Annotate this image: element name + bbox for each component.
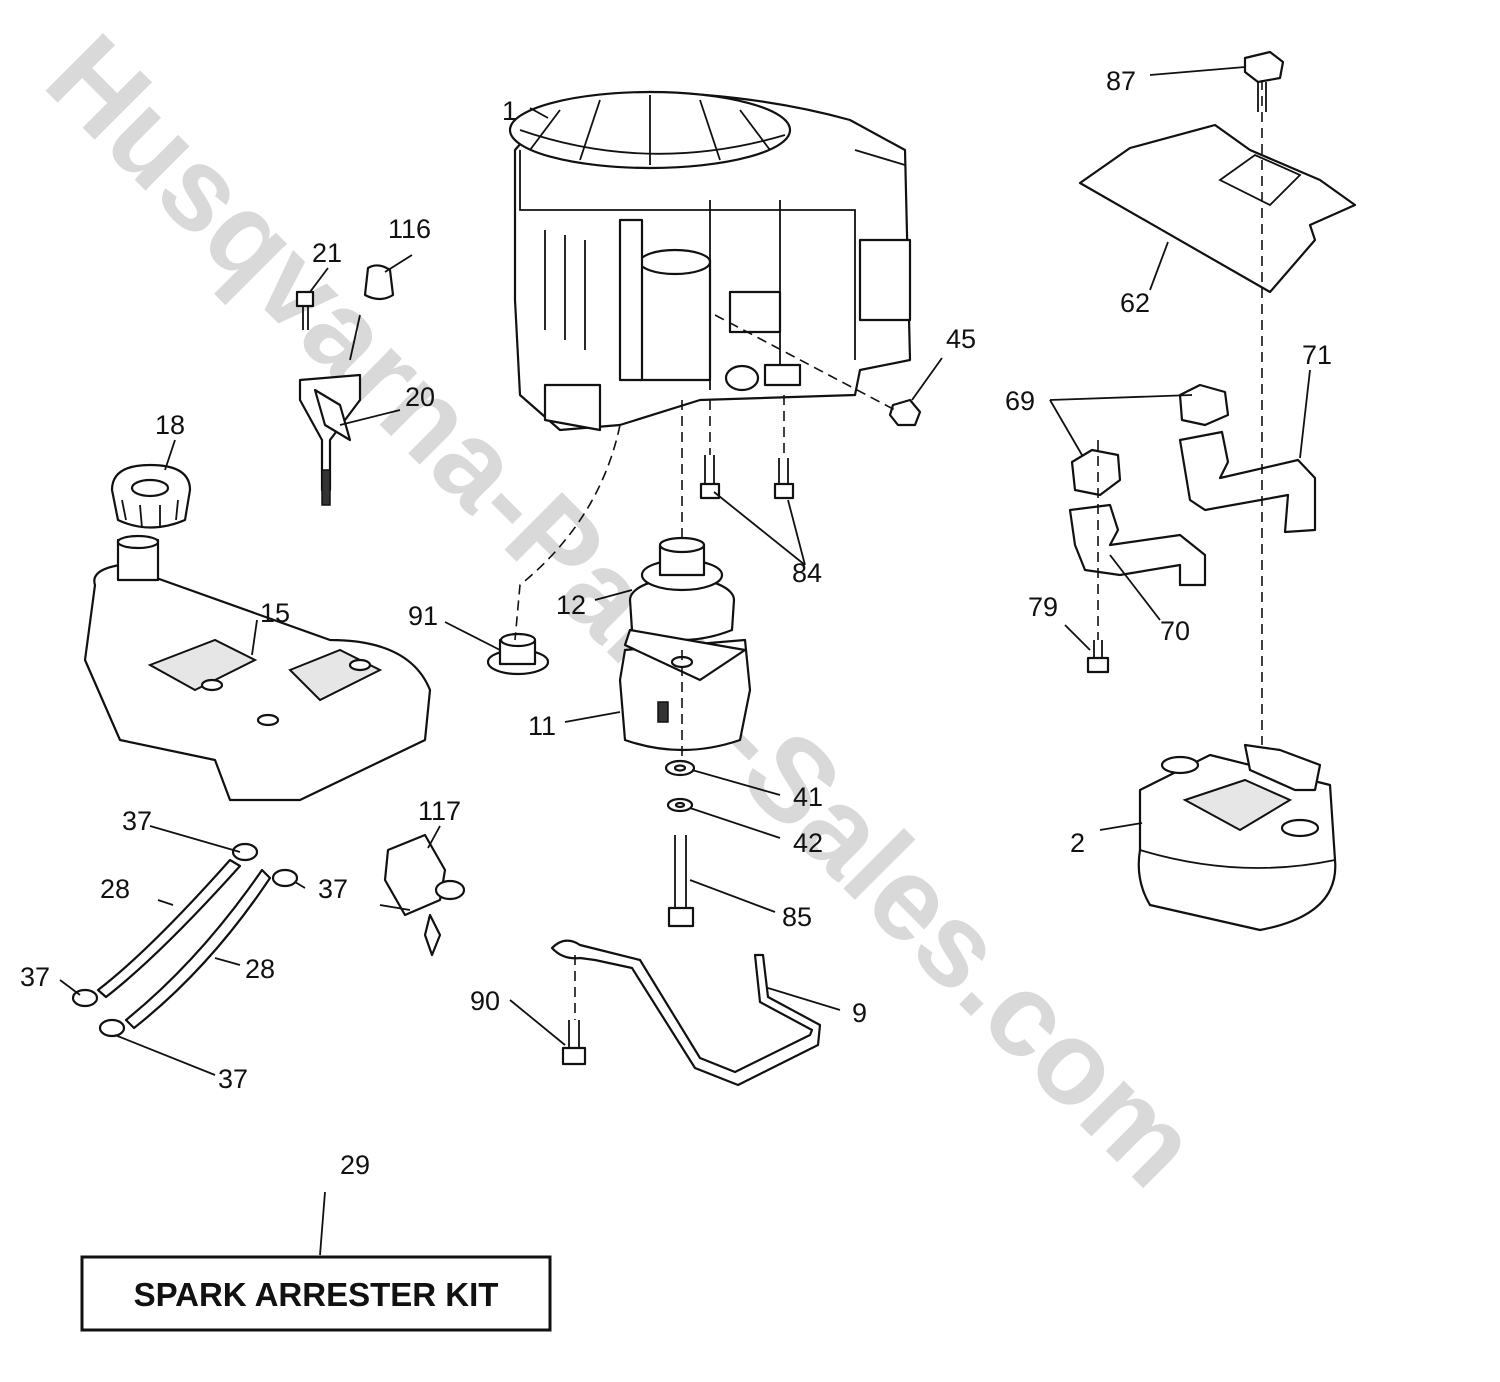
callout-21: 21 xyxy=(312,238,342,268)
callout-28a: 28 xyxy=(100,874,130,904)
callout-84: 84 xyxy=(792,558,822,588)
callout-18: 18 xyxy=(155,410,185,440)
throttle-bolt[interactable] xyxy=(295,290,315,330)
clutch-bolt[interactable] xyxy=(667,835,695,928)
throttle-knob[interactable] xyxy=(363,264,395,301)
callout-62: 62 xyxy=(1120,288,1150,318)
leader-lines xyxy=(59,66,1311,1256)
engine[interactable] xyxy=(508,90,912,432)
rod[interactable] xyxy=(550,939,822,1087)
exhaust-pipe-right[interactable] xyxy=(1178,430,1317,534)
callout-2: 2 xyxy=(1070,828,1085,858)
washer[interactable] xyxy=(664,759,696,777)
callout-37c: 37 xyxy=(20,962,50,992)
callout-70: 70 xyxy=(1160,616,1190,646)
spark-arrester-kit-label: SPARK ARRESTER KIT xyxy=(134,1276,499,1313)
callout-29: 29 xyxy=(340,1150,370,1180)
lock-washer[interactable] xyxy=(666,797,694,813)
callout-87: 87 xyxy=(1106,66,1136,96)
callout-45: 45 xyxy=(946,324,976,354)
hose-clamps[interactable] xyxy=(71,842,299,1038)
callout-85: 85 xyxy=(782,902,812,932)
assembly-lines xyxy=(514,80,1263,1020)
muffler-shield[interactable] xyxy=(1078,123,1357,294)
exhaust-bolt[interactable] xyxy=(1086,640,1110,674)
callout-28b: 28 xyxy=(245,954,275,984)
callout-1: 1 xyxy=(502,96,517,126)
shield-bolt[interactable] xyxy=(1243,50,1285,112)
muffler[interactable] xyxy=(1137,743,1337,932)
electric-clutch[interactable] xyxy=(618,628,752,752)
spark-arrester-kit[interactable]: SPARK ARRESTER KIT xyxy=(80,1255,552,1332)
callouts: 1 2 9 11 12 15 18 20 21 28 28 29 37 37 3… xyxy=(20,66,1332,1180)
rod-bolt[interactable] xyxy=(561,1020,587,1066)
callout-79: 79 xyxy=(1028,592,1058,622)
callout-91: 91 xyxy=(408,601,438,631)
exhaust-pipe-left[interactable] xyxy=(1068,503,1207,587)
callout-69: 69 xyxy=(1005,386,1035,416)
fuel-filter[interactable] xyxy=(379,833,466,957)
callout-12: 12 xyxy=(556,590,586,620)
fuel-tank[interactable] xyxy=(83,534,432,802)
fuel-line-right[interactable] xyxy=(124,868,272,1030)
nut[interactable] xyxy=(888,398,922,427)
callout-42: 42 xyxy=(793,828,823,858)
fuel-cap[interactable] xyxy=(110,463,192,529)
callout-37a: 37 xyxy=(122,806,152,836)
bushing[interactable] xyxy=(486,632,550,676)
callout-90: 90 xyxy=(470,986,500,1016)
callout-9: 9 xyxy=(852,998,867,1028)
callout-37d: 37 xyxy=(218,1064,248,1094)
callout-71: 71 xyxy=(1302,340,1332,370)
callout-116: 116 xyxy=(388,214,431,244)
fuel-line-left[interactable] xyxy=(96,858,242,999)
engine-mount-bolts[interactable] xyxy=(699,455,795,500)
callout-41: 41 xyxy=(793,782,823,812)
callout-37b: 37 xyxy=(318,874,348,904)
callout-11: 11 xyxy=(528,711,556,741)
throttle-control[interactable] xyxy=(298,314,362,506)
callout-20: 20 xyxy=(405,382,435,412)
callout-117: 117 xyxy=(418,796,461,826)
callout-15: 15 xyxy=(260,598,290,628)
engine-pulley[interactable] xyxy=(628,536,736,642)
